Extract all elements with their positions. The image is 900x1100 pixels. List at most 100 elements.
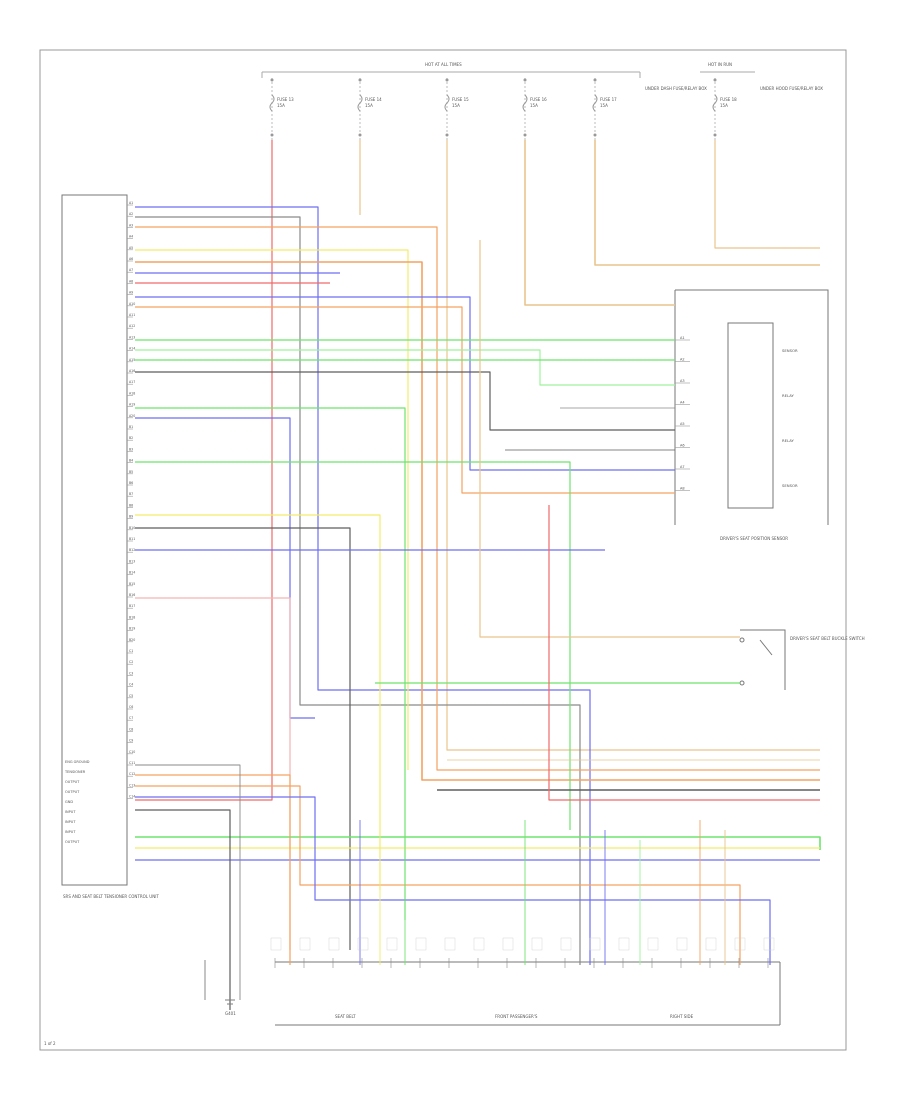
fuse-box-label-1: UNDER DASH FUSE/RELAY BOX [645, 86, 707, 91]
switch-label: DRIVER'S SEAT BELT BUCKLE SWITCH [790, 636, 865, 641]
fuse-name: FUSE 17 [600, 97, 617, 102]
fuse-terminal [270, 78, 274, 82]
bottom-pin-label-box [560, 937, 572, 951]
wire-a2 [135, 216, 581, 965]
bottom-pin-label-box [589, 937, 601, 951]
right-inner-label: SENSOR [782, 348, 798, 353]
fuse-box-label-2: UNDER HOOD FUSE/RELAY BOX [760, 86, 823, 91]
connector-label-1: SEAT BELT [335, 1014, 356, 1019]
pin-label: C10 [129, 750, 135, 754]
fuse-name: FUSE 18 [720, 97, 737, 102]
pin-label: B18 [129, 615, 135, 619]
pin-label: B9 [129, 515, 133, 519]
fuse-terminal [445, 78, 449, 82]
pin-label: B6 [129, 481, 133, 485]
fuse-terminal [445, 133, 449, 137]
bottom-pin-label-box [705, 937, 717, 951]
fuse-terminal [358, 133, 362, 137]
pin-label: B12 [129, 548, 135, 552]
fuse-terminal [523, 133, 527, 137]
fuse-symbol [444, 94, 450, 112]
pin-label: B11 [129, 537, 135, 541]
wire-a5 [135, 249, 409, 770]
wire-c9 [135, 836, 821, 850]
pin-label: B5 [129, 470, 133, 474]
pin-label: C11 [129, 761, 135, 765]
power-bus [261, 71, 755, 78]
wire-a3 [135, 226, 820, 771]
pin-label: B7 [129, 492, 133, 496]
right-pin-label: A3 [680, 379, 685, 383]
bottom-pin-label-box [386, 937, 398, 951]
wire-fuse18 [714, 140, 820, 249]
right-inner-label: RELAY [782, 393, 795, 398]
pin-label: B4 [129, 459, 133, 463]
pin-label: B8 [129, 503, 133, 507]
pin-label: A17 [129, 380, 135, 384]
pin-label: B19 [129, 627, 135, 631]
pin-label: C13 [129, 783, 135, 787]
ground-symbol [225, 999, 235, 1005]
fuse-terminal [358, 78, 362, 82]
connector-label-2: FRONT PASSENGER'S [495, 1014, 538, 1019]
pin-label: A8 [129, 279, 133, 283]
right-pin-label: A8 [680, 487, 685, 491]
fuse-symbol [357, 94, 363, 112]
wire-b2 [135, 417, 315, 719]
bottom-pin-label-box [763, 937, 775, 951]
fuse-amps: 15A [720, 103, 728, 108]
pin-label: B16 [129, 593, 135, 597]
main-module-label: SRS AND SEAT BELT TENSIONER CONTROL UNIT [63, 894, 159, 899]
pin-label: B17 [129, 604, 135, 608]
pin-label: B15 [129, 582, 135, 586]
pin-label: A9 [129, 291, 133, 295]
pin-label: C5 [129, 694, 133, 698]
fuse-amps: 15A [600, 103, 608, 108]
wire-a10 [135, 306, 675, 494]
pin-label: B3 [129, 447, 133, 451]
main-module-pins: A1A2A3A4A5A6A7A8A9A10A11A12A13A14A15A16A… [64, 201, 135, 844]
pin-label: A5 [129, 246, 133, 250]
wire-b1 [135, 407, 406, 920]
fuse-amps: 15A [365, 103, 373, 108]
fuse-name: FUSE 15 [452, 97, 469, 102]
bottom-pin-label-box [357, 937, 369, 951]
bottom-pin-label-box [328, 937, 340, 951]
wire-fuse16 [524, 140, 675, 306]
pin-label: C14 [129, 795, 135, 799]
pin-label: B2 [129, 436, 133, 440]
fuse-symbol [522, 94, 528, 112]
right-inner-label: RELAY [782, 438, 795, 443]
bottom-pin-label-box [299, 937, 311, 951]
wire-b10 [135, 527, 351, 950]
fuse-name: FUSE 14 [365, 97, 382, 102]
pin-label: C1 [129, 649, 133, 653]
bottom-pin-label-box [415, 937, 427, 951]
wire-c1 [135, 764, 241, 1000]
main-module-box [61, 194, 128, 886]
fuse-terminal [593, 133, 597, 137]
pin-label: A14 [129, 347, 135, 351]
buckle-switch [739, 629, 786, 690]
footer-page: 1 of 2 [44, 1041, 56, 1046]
pin-label: C2 [129, 660, 133, 664]
module-bottom-label: INPUT [65, 830, 76, 834]
pin-label: A4 [129, 235, 133, 239]
pin-label: A12 [129, 324, 135, 328]
wire-a9 [135, 296, 675, 471]
pin-label: A11 [129, 313, 135, 317]
pin-label: A18 [129, 391, 135, 395]
bottom-pin-label-box [473, 937, 485, 951]
fuse-terminal [270, 133, 274, 137]
right-pin-label: A4 [680, 401, 685, 405]
right-pin-label: A5 [680, 422, 685, 426]
bottom-pin-label-box [444, 937, 456, 951]
fuse-terminal [593, 78, 597, 82]
pin-label: B10 [129, 526, 135, 530]
wire-c4 [135, 796, 771, 965]
pin-label: B1 [129, 425, 133, 429]
diagram-border [39, 49, 847, 1051]
pin-label: B14 [129, 571, 135, 575]
